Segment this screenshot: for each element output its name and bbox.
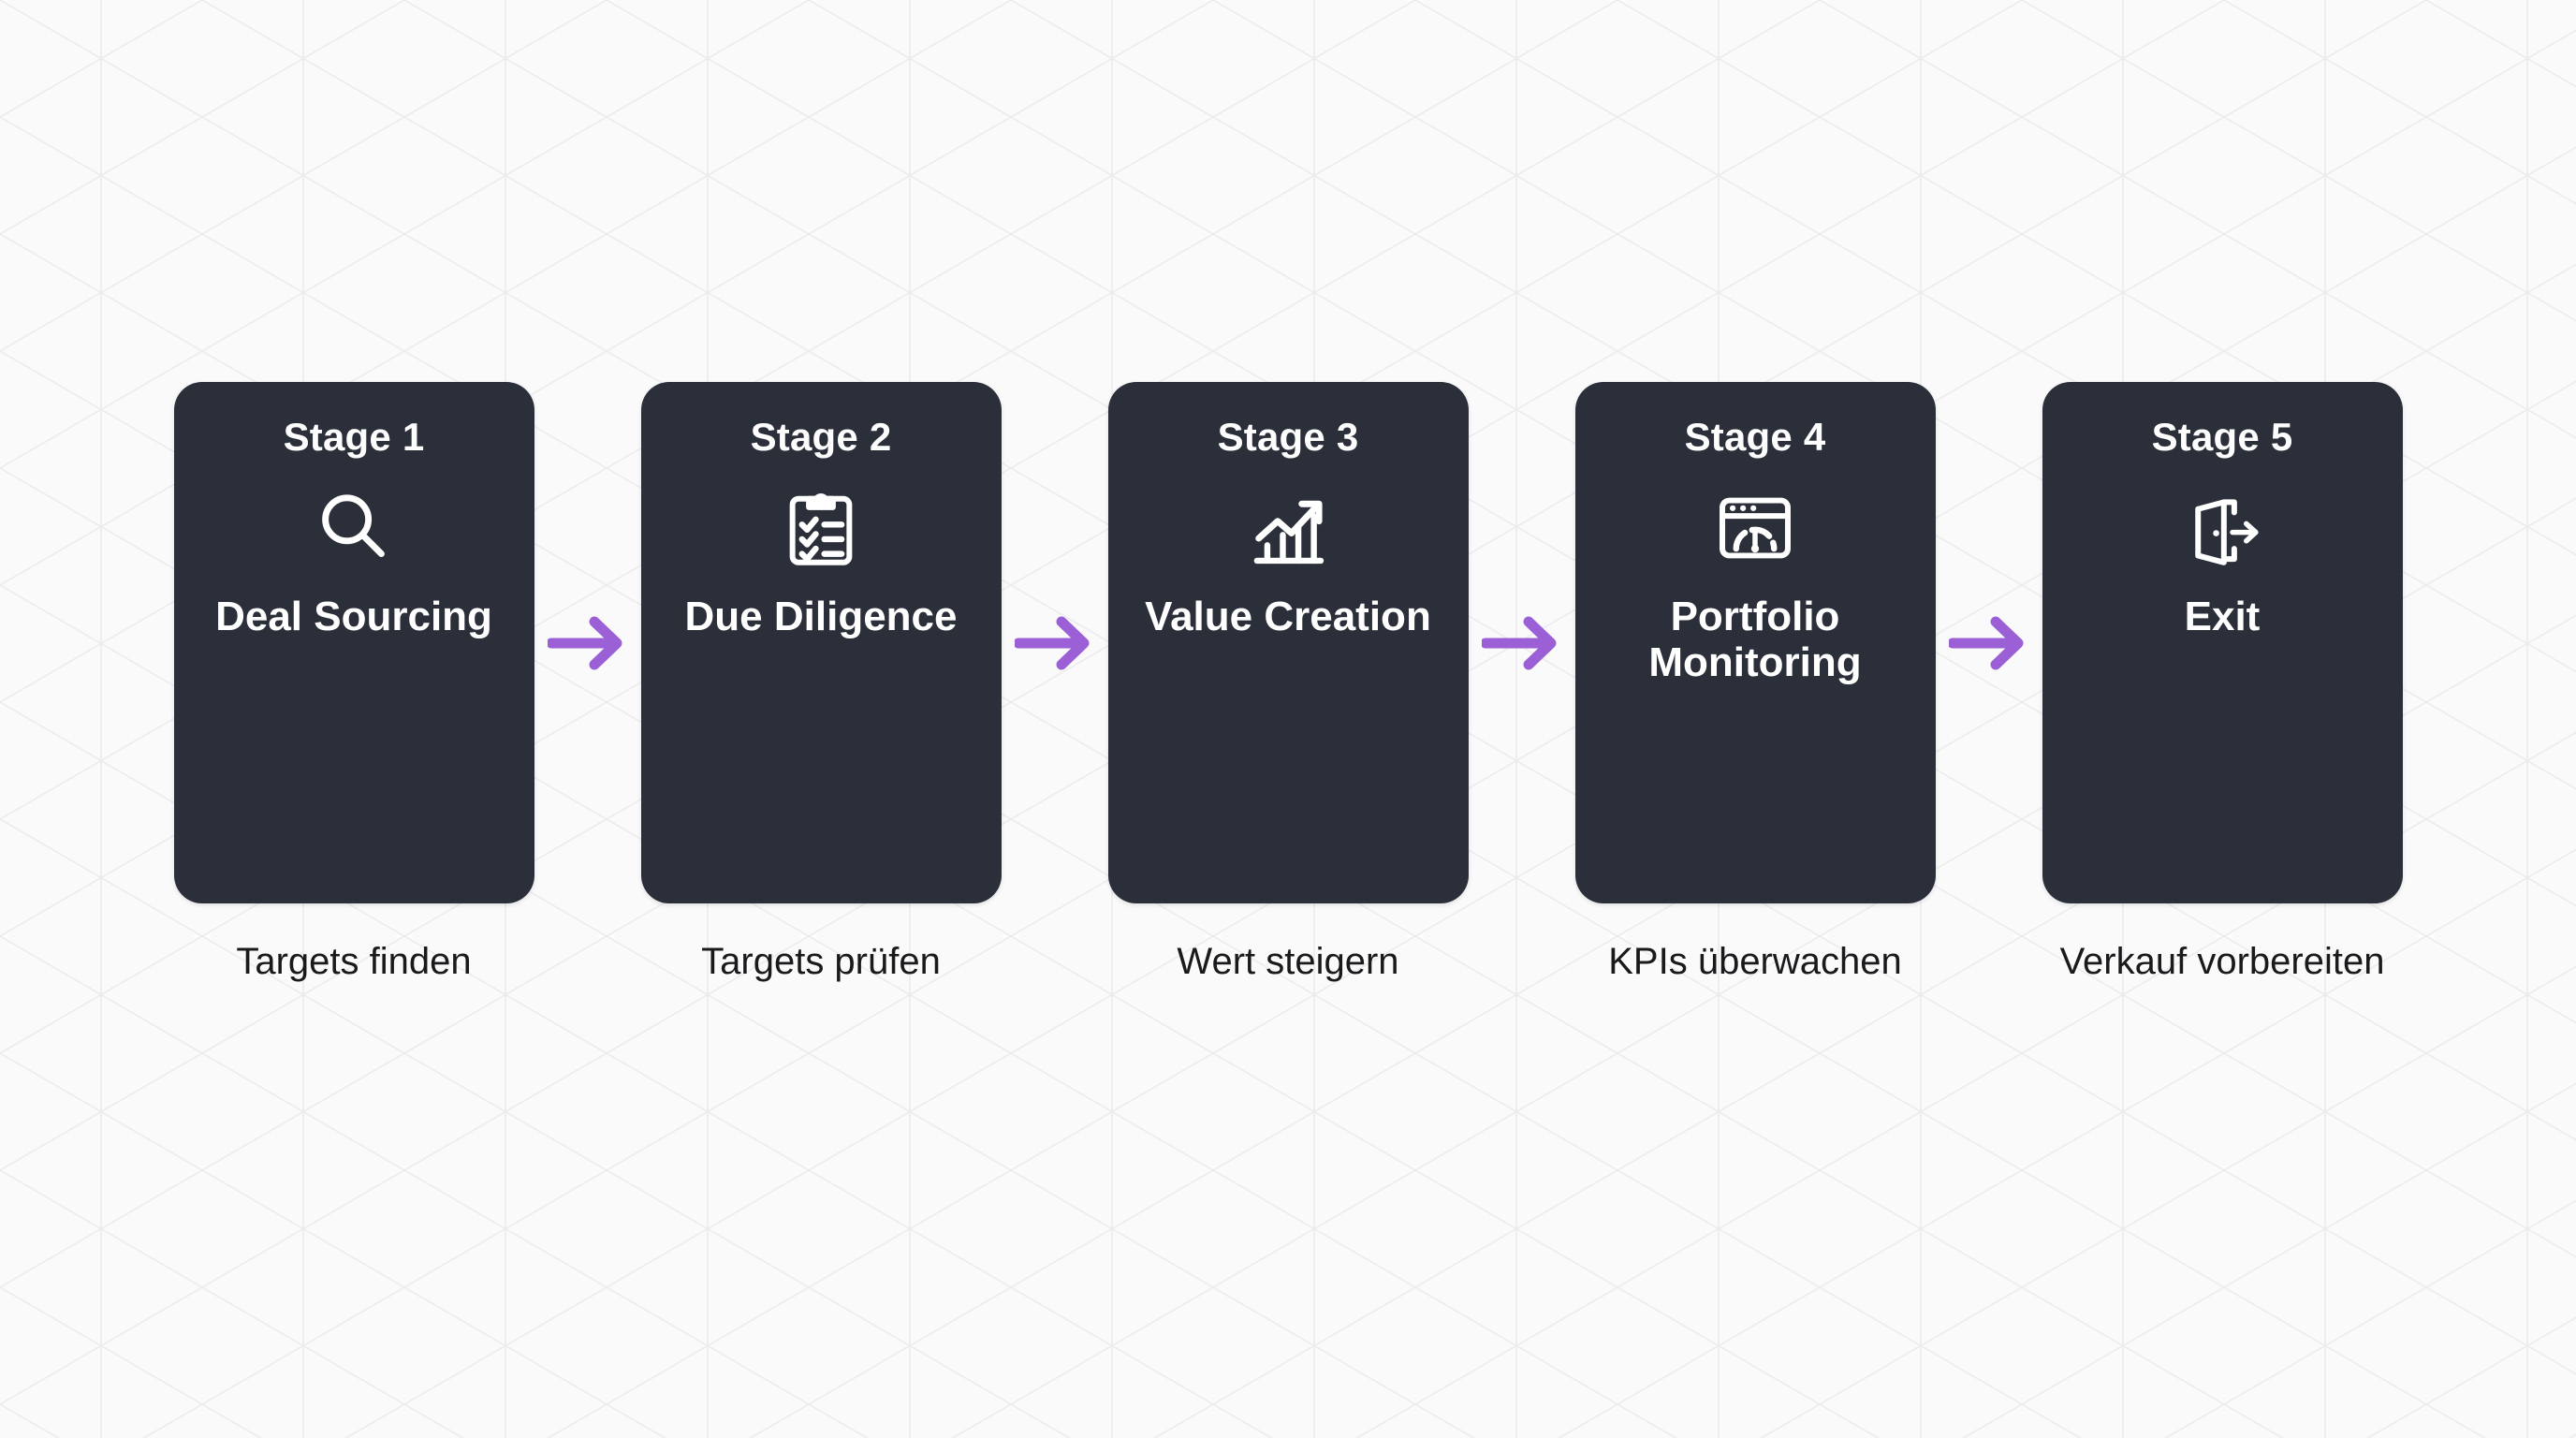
stage-column-4: Stage 4 Portfolio Monitoring KPIs überwa… [1574, 382, 1936, 985]
connector-arrow-1 [534, 382, 641, 903]
stage-label-3: Stage 3 [1217, 415, 1359, 459]
stage-caption-4: KPIs überwachen [1608, 941, 1902, 982]
stage-title-1: Deal Sourcing [215, 594, 492, 640]
arrow-right-icon [547, 616, 622, 669]
connector-arrow-4 [1936, 382, 2042, 903]
stage-label-4: Stage 4 [1684, 415, 1826, 459]
stage-card-5[interactable]: Stage 5 Exit [2042, 382, 2403, 903]
connector-arrow-2 [1002, 382, 1108, 903]
clipboard-checklist-icon [776, 483, 866, 573]
stage-caption-5: Verkauf vorbereiten [2059, 941, 2385, 982]
stage-title-4: Portfolio Monitoring [1648, 594, 1862, 686]
arrow-right-icon [1481, 616, 1556, 669]
growth-chart-icon [1243, 483, 1333, 573]
stage-caption-2: Targets prüfen [701, 941, 941, 982]
stage-column-1: Stage 1 Deal Sourcing Targets finden [173, 382, 534, 985]
arrow-right-icon [1948, 616, 2023, 669]
stage-column-5: Stage 5 Exit Verkauf vorbereiten [2042, 382, 2403, 985]
magnifier-icon [309, 483, 399, 573]
dashboard-gauge-icon [1710, 483, 1800, 573]
stage-label-2: Stage 2 [750, 415, 892, 459]
stage-card-3[interactable]: Stage 3 Value Creation [1107, 382, 1469, 903]
stage-caption-1: Targets finden [236, 941, 472, 982]
stage-title-2: Due Diligence [684, 594, 958, 640]
stage-label-1: Stage 1 [283, 415, 425, 459]
stage-card-4[interactable]: Stage 4 Portfolio Monitoring [1574, 382, 1936, 903]
stage-caption-3: Wert steigern [1177, 941, 1399, 982]
stage-column-3: Stage 3 Value Creation Wert steigern [1107, 382, 1469, 985]
stage-card-2[interactable]: Stage 2 Due Diligence [640, 382, 1002, 903]
stage-card-1[interactable]: Stage 1 Deal Sourcing [173, 382, 534, 903]
exit-door-icon [2177, 483, 2267, 573]
stage-label-5: Stage 5 [2151, 415, 2293, 459]
stage-title-3: Value Creation [1145, 594, 1431, 640]
arrow-right-icon [1014, 616, 1089, 669]
stage-title-5: Exit [2184, 594, 2261, 640]
stage-column-2: Stage 2 Due Diligence Targets prüfen [640, 382, 1002, 985]
connector-arrow-3 [1469, 382, 1575, 903]
